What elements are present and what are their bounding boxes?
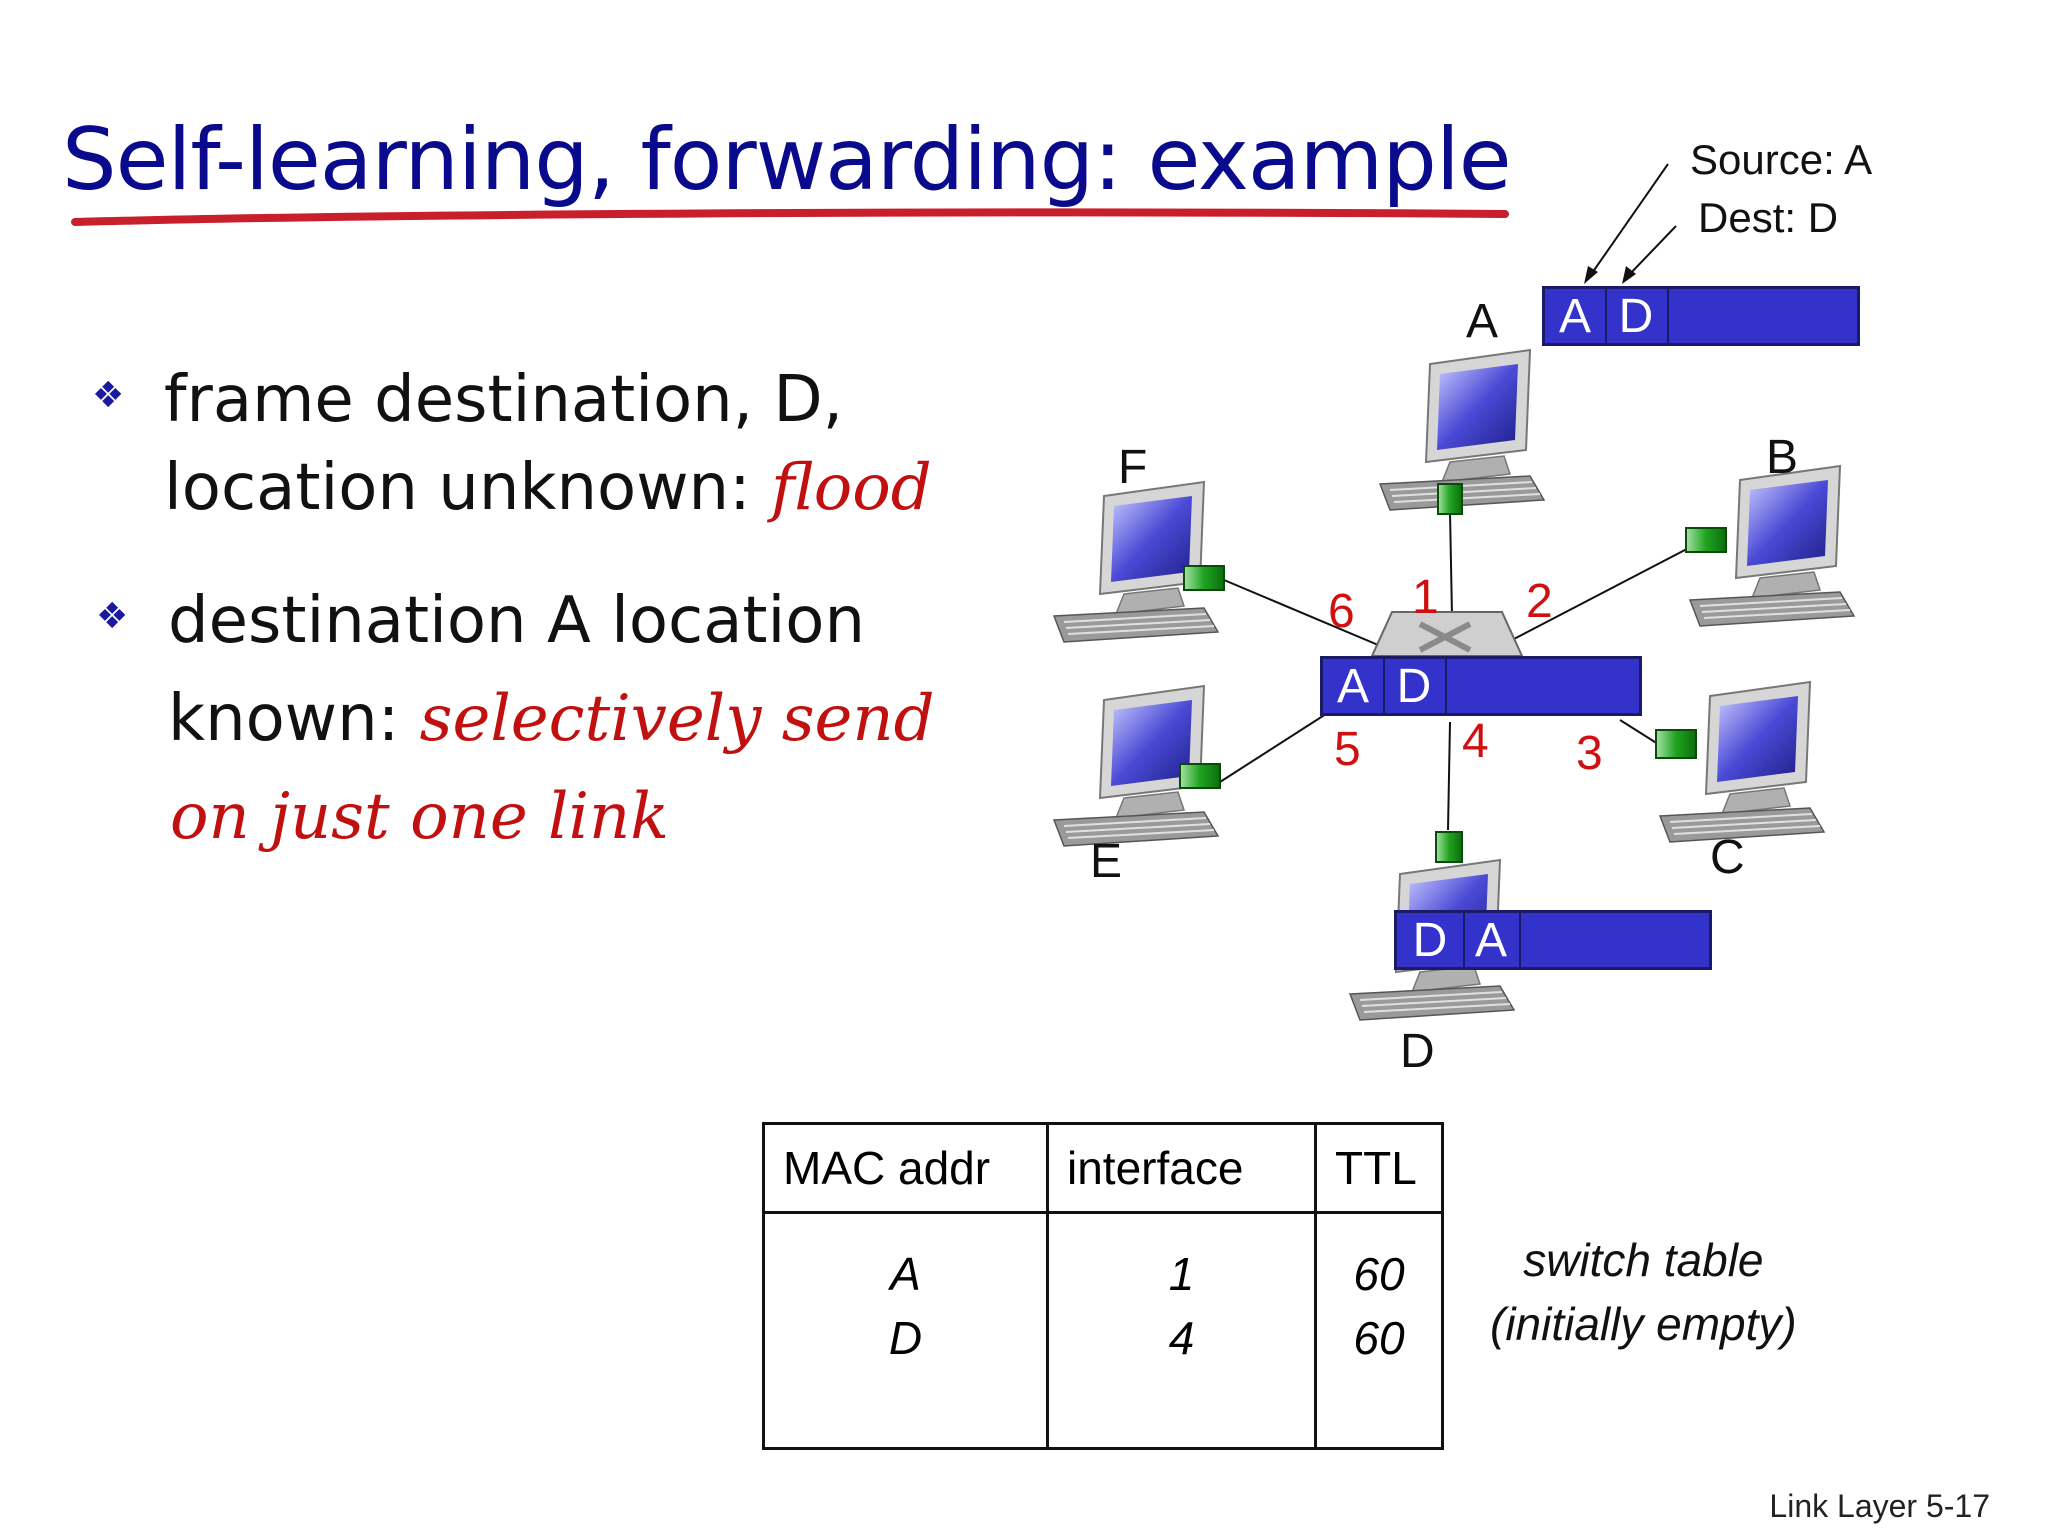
interface-column: 1 4 (1046, 1211, 1317, 1450)
frame-at-D: D A (1394, 910, 1712, 970)
host-label-C: C (1710, 831, 1745, 884)
host-label-F: F (1118, 441, 1148, 494)
bullet-selective: ❖ destination A location known: selectiv… (96, 572, 935, 866)
mac-cell: D (888, 1312, 923, 1364)
table-row: A D 1 4 60 60 (762, 1211, 1444, 1450)
switch-table: MAC addr interface TTL A D 1 4 60 60 (762, 1122, 1444, 1450)
nic-C-icon (1655, 729, 1697, 759)
nic-E-icon (1179, 763, 1221, 789)
bullet-flood: ❖ frame destination, D, location unknown… (92, 356, 932, 532)
bullet-1-line2: location unknown: (164, 451, 751, 525)
host-C-computer-icon (1659, 681, 1825, 843)
frame-dest-field: D (1383, 659, 1447, 713)
bullet-2-line1: destination A location (168, 584, 865, 658)
frame-at-switch: A D (1320, 656, 1642, 716)
bullet-diamond-icon: ❖ (92, 375, 125, 416)
host-label-D: D (1400, 1025, 1435, 1078)
source-annotation: Source: A (1690, 136, 1873, 183)
switch-icon (1370, 611, 1524, 657)
link-B (1511, 537, 1709, 641)
dest-arrow (1627, 225, 1677, 277)
host-label-B: B (1766, 431, 1799, 484)
slide-footer: Link Layer 5-17 (1769, 1488, 1990, 1524)
caption-line-1: switch table (1523, 1234, 1764, 1286)
frame-dest-field: D (1605, 289, 1669, 343)
header-mac-addr: MAC addr (762, 1122, 1049, 1214)
frame-dest-field: D (1397, 913, 1465, 967)
nic-A-icon (1437, 483, 1463, 515)
port-4: 4 (1462, 715, 1489, 768)
caption-line-2: (initially empty) (1490, 1298, 1797, 1350)
ttl-cell: 60 (1353, 1312, 1405, 1364)
page-title: Self-learning, forwarding: example (62, 110, 1512, 210)
frame-at-A: A D (1542, 286, 1860, 346)
port-5: 5 (1334, 723, 1361, 776)
link-A (1449, 511, 1453, 617)
bullet-1-line1: frame destination, D, (164, 363, 844, 437)
interface-cell: 4 (1168, 1312, 1195, 1364)
link-F (1223, 579, 1391, 651)
port-2: 2 (1526, 575, 1553, 628)
title-underline (71, 208, 1509, 226)
frame-source-field: A (1545, 289, 1607, 343)
nic-B-icon (1685, 527, 1727, 553)
ttl-cell: 60 (1353, 1248, 1405, 1300)
frame-source-field: A (1323, 659, 1385, 713)
host-label-A: A (1466, 295, 1499, 348)
bullet-diamond-icon: ❖ (96, 596, 129, 637)
bullet-2-line2: known: (168, 682, 400, 756)
source-arrow (1589, 163, 1669, 277)
link-E (1219, 713, 1327, 783)
header-interface: interface (1046, 1122, 1317, 1214)
host-F-computer-icon (1053, 481, 1219, 643)
switch-table-header: MAC addr interface TTL (762, 1122, 1444, 1214)
link-C (1619, 719, 1659, 745)
bullet-1-emphasis: flood (771, 451, 932, 525)
dest-arrowhead-icon (1622, 266, 1636, 284)
dest-annotation: Dest: D (1698, 194, 1839, 241)
interface-cell: 1 (1168, 1248, 1195, 1300)
nic-D-icon (1435, 831, 1463, 863)
bullet-2-emphasis: selectively send (419, 682, 935, 756)
bullet-2-line3: on just one link (170, 780, 669, 854)
port-1: 1 (1412, 571, 1439, 624)
switch-table-caption: switch table (initially empty) (1490, 1228, 1797, 1356)
source-arrowhead-icon (1584, 266, 1598, 284)
port-6: 6 (1328, 585, 1355, 638)
link-D (1447, 721, 1451, 831)
mac-column: A D (762, 1211, 1049, 1450)
port-3: 3 (1576, 727, 1603, 780)
nic-F-icon (1183, 565, 1225, 591)
frame-source-field: A (1463, 913, 1521, 967)
header-ttl: TTL (1314, 1122, 1444, 1214)
mac-cell: A (890, 1248, 921, 1300)
host-label-E: E (1090, 835, 1123, 888)
ttl-column: 60 60 (1314, 1211, 1444, 1450)
